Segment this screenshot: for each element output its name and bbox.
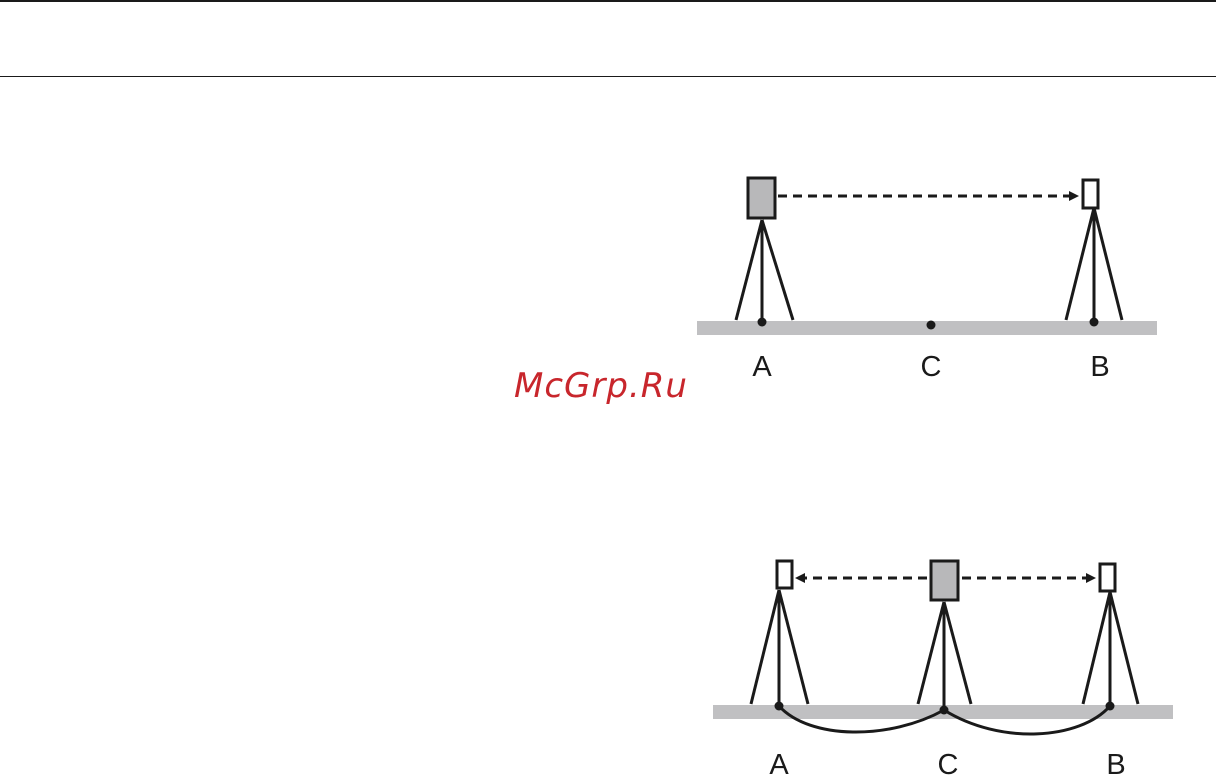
tripod-c <box>918 602 971 710</box>
point-a-dot <box>758 318 767 327</box>
point-c-dot <box>927 321 936 330</box>
diagram-bottom: A C B <box>713 561 1173 778</box>
point-c-label: C <box>921 351 942 383</box>
level-instrument <box>931 561 958 600</box>
tripod-b <box>1083 592 1138 706</box>
point-c-label: C <box>938 749 959 778</box>
diagram-top: A C B <box>697 178 1157 383</box>
tripod-a <box>736 220 793 322</box>
point-b-dot <box>1106 702 1115 711</box>
point-a-label: A <box>769 749 789 778</box>
staff-target <box>1083 180 1098 208</box>
level-instrument <box>748 178 775 218</box>
point-a-label: A <box>752 351 772 383</box>
point-b-dot <box>1090 318 1099 327</box>
staff-target-b <box>1100 564 1115 591</box>
tripod-a <box>751 590 808 706</box>
point-a-dot <box>775 702 784 711</box>
tripod-b <box>1066 208 1122 322</box>
point-b-label: B <box>1090 351 1109 383</box>
staff-target-a <box>777 561 792 588</box>
point-b-label: B <box>1106 749 1125 778</box>
point-c-dot <box>940 706 949 715</box>
